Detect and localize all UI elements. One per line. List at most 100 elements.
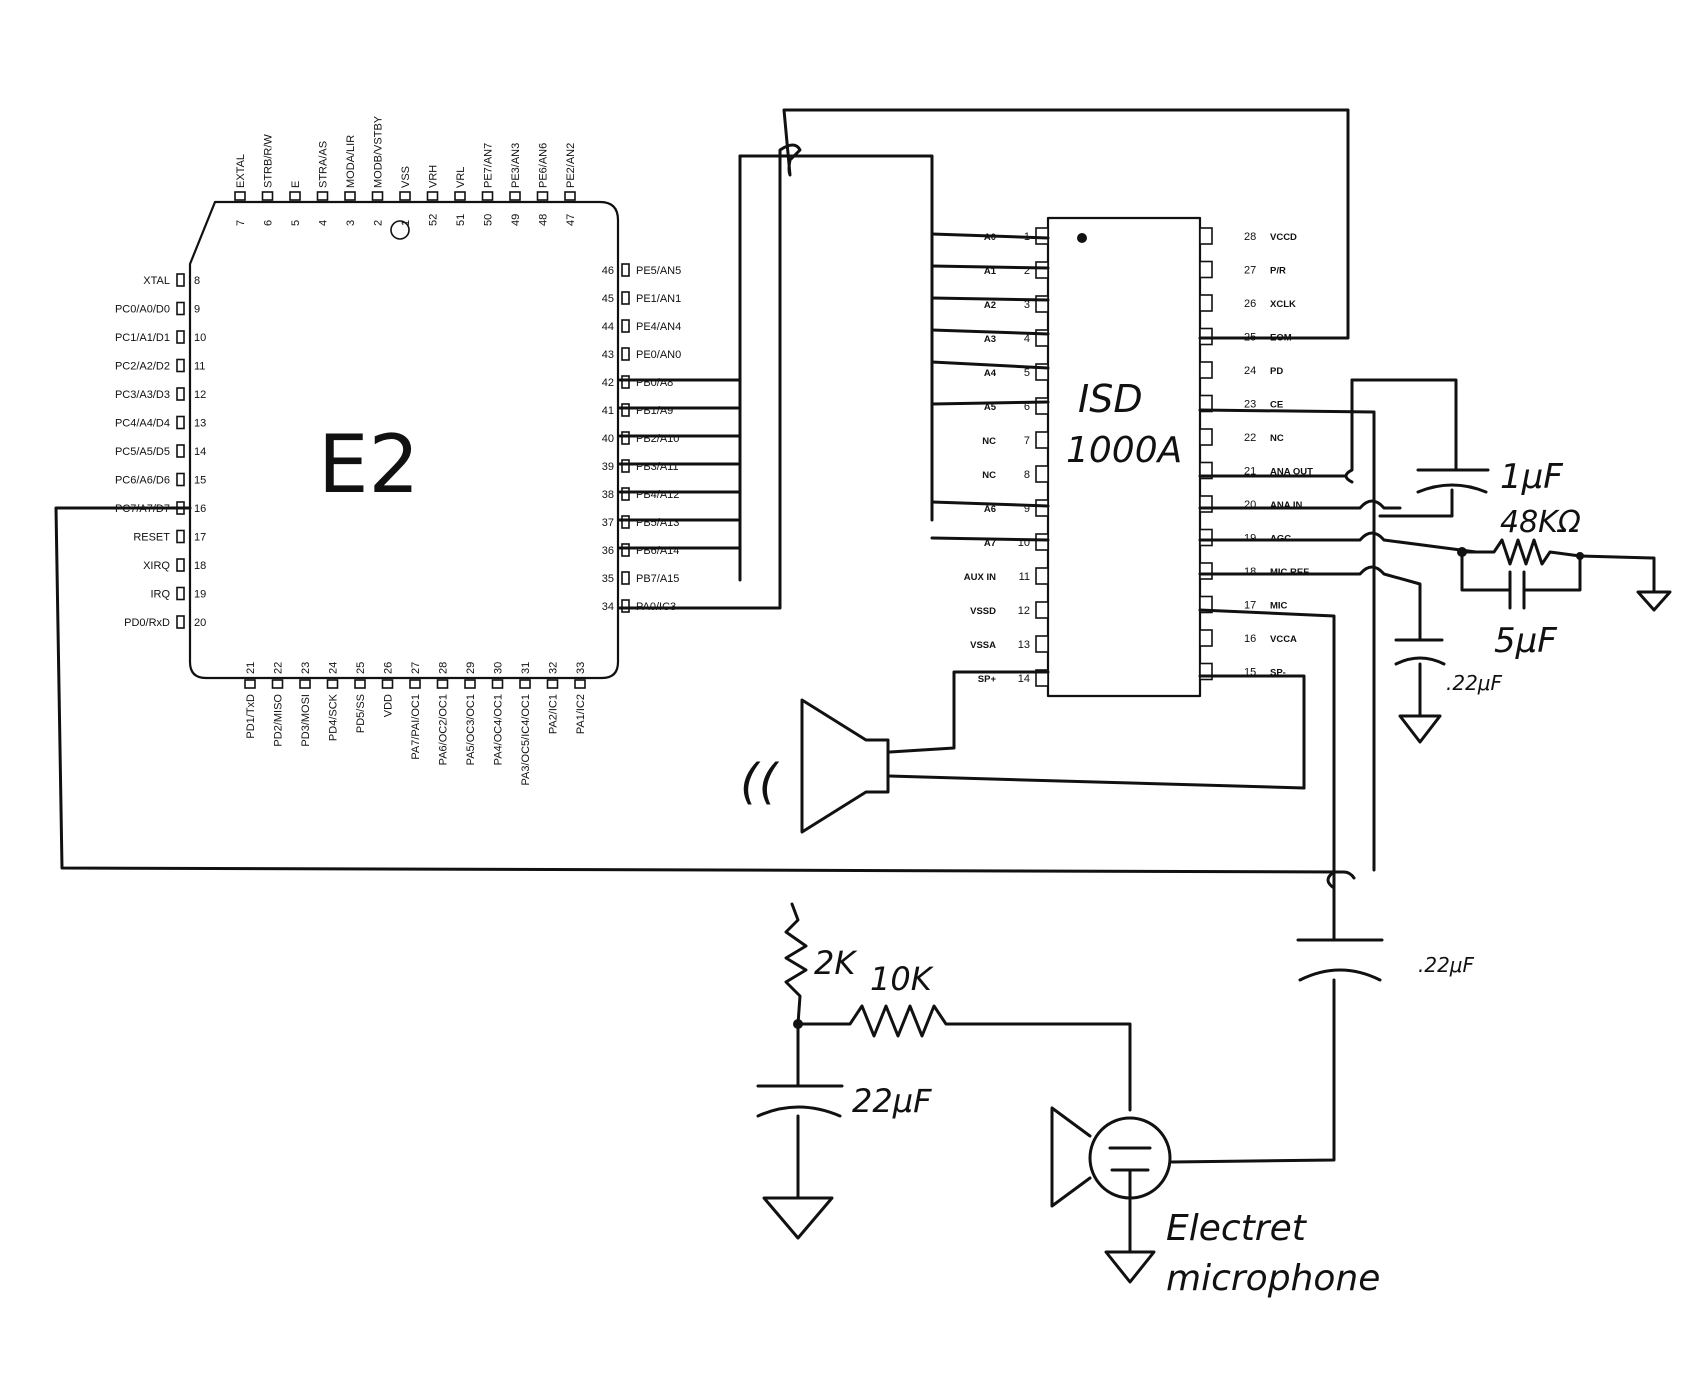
mcu-pin-number: 21 bbox=[245, 662, 257, 674]
mcu-pin-name: PA3/OC5/IC4/OC1 bbox=[520, 694, 532, 786]
mic-wire bbox=[1198, 608, 1336, 942]
mcu-pin-number: 46 bbox=[602, 265, 614, 277]
bus-stubs-mcu bbox=[618, 378, 742, 550]
isd-pin-box bbox=[1035, 601, 1049, 619]
cap1-loop bbox=[1344, 378, 1354, 484]
isd-pin-name: PD bbox=[1270, 366, 1283, 377]
mcu-pin-name: PC3/A3/D3 bbox=[115, 389, 170, 401]
isd-pin-box bbox=[1035, 669, 1049, 687]
mic-label-line1: Electret bbox=[1166, 1208, 1308, 1249]
mcu-pin-name: STRA/AS bbox=[318, 141, 330, 188]
mcu-pin-name: PE4/AN4 bbox=[636, 321, 681, 333]
eom-loop-wire bbox=[778, 108, 1350, 340]
mcu-pin-number: 42 bbox=[602, 377, 614, 389]
cap1-top-wire bbox=[1350, 378, 1458, 472]
mcu-pin-box bbox=[176, 558, 185, 572]
isd-pin-box bbox=[1199, 528, 1213, 547]
mcu-body bbox=[188, 200, 620, 680]
mcu-pin-box bbox=[621, 403, 630, 417]
bus-stubs-isd bbox=[930, 232, 1050, 542]
cap-1uf-plate2 bbox=[1416, 483, 1488, 494]
res-10k-label: 10K bbox=[870, 960, 935, 998]
mcu-pin-number: 25 bbox=[355, 662, 367, 674]
mcu-top-pins: EXTAL7STRB/R/W6E5STRA/AS4MODA/LIR3MODB/V… bbox=[234, 115, 577, 226]
isd-pin-name: A1 bbox=[984, 266, 997, 277]
mcu-pin-number: 9 bbox=[194, 304, 200, 316]
mcu-pin-box bbox=[176, 444, 185, 458]
isd-label-line2: 1000A bbox=[1066, 430, 1182, 471]
mcu-pin-number: 19 bbox=[194, 589, 206, 601]
mcu-pin-name: PA6/OC2/OC1 bbox=[438, 694, 450, 765]
mcu-pin-number: 23 bbox=[300, 662, 312, 674]
mcu-bottom-pins: 21PD1/TxD22PD2/MISO23PD3/MOSI24PD4/SCK25… bbox=[244, 662, 587, 786]
isd-pin-number: 13 bbox=[1018, 639, 1030, 651]
mcu-pin-name: XTAL bbox=[143, 275, 170, 287]
mcu-pin-name: VRL bbox=[455, 167, 467, 188]
mcu-pin-box bbox=[621, 459, 630, 473]
isd-pin-name: ANA OUT bbox=[1270, 467, 1313, 478]
isd-pin-number: 5 bbox=[1024, 367, 1030, 379]
mcu-pin-number: 51 bbox=[455, 214, 467, 226]
mcu-pin-number: 52 bbox=[428, 214, 440, 226]
isd-pin-box bbox=[1035, 533, 1049, 551]
mcu-pin-box bbox=[621, 515, 630, 529]
mcu-pin-number: 36 bbox=[602, 545, 614, 557]
mcu-pin-name: PC4/A4/D4 bbox=[115, 418, 170, 430]
mcu-pin-number: 37 bbox=[602, 517, 614, 529]
mcu-pin-box bbox=[381, 679, 394, 689]
isd-pin-box bbox=[1199, 428, 1213, 446]
mcu-pin-number: 30 bbox=[493, 662, 505, 674]
mcu-pin-name: E bbox=[290, 181, 302, 188]
isd-pin-number: 27 bbox=[1244, 265, 1256, 277]
mcu-pin-name: PC2/A2/D2 bbox=[115, 361, 170, 373]
pa0-wire bbox=[618, 168, 782, 610]
mcu-pin-number: 38 bbox=[602, 489, 614, 501]
mcu-pin-box bbox=[354, 679, 366, 689]
mcu-pin-name: PC5/A5/D5 bbox=[115, 446, 170, 458]
bus-top-run bbox=[738, 154, 934, 522]
mcu-pin-name: PB7/A15 bbox=[636, 573, 679, 585]
mcu-pin-number: 1 bbox=[400, 220, 412, 226]
isd-pin-box bbox=[1035, 635, 1049, 653]
mcu-pin-box bbox=[621, 543, 630, 557]
mcu-pin-name: MODB/VSTBY bbox=[373, 115, 385, 188]
mcu-pin-box bbox=[176, 330, 185, 344]
mcu-pin-number: 26 bbox=[383, 662, 395, 674]
isd-chip: ISD 1000A 1A02A13A24A35A46A57NC8NC9A610A… bbox=[964, 216, 1313, 698]
mic-label-line2: microphone bbox=[1166, 1258, 1380, 1299]
isd-pin-number: 17 bbox=[1244, 600, 1256, 612]
isd-pin-box bbox=[1199, 260, 1213, 279]
mcu-pin-name: PE0/AN0 bbox=[636, 349, 681, 361]
mcu-pin-name: PD2/MISO bbox=[273, 694, 285, 747]
mcu-pin-number: 33 bbox=[575, 662, 587, 674]
isd-pin-box bbox=[1199, 294, 1213, 312]
mcu-pin-box bbox=[509, 191, 521, 201]
mcu-pin-name: PC0/A0/D0 bbox=[115, 304, 170, 316]
mcu-pin-number: 5 bbox=[290, 220, 302, 226]
mcu-pin-number: 50 bbox=[483, 214, 495, 226]
mic-plates bbox=[1108, 1146, 1152, 1172]
mcu-pin-number: 12 bbox=[194, 389, 206, 401]
mic-ref-wire bbox=[1198, 565, 1422, 642]
analog-network: 1μF 48KΩ 5μF .22μF .22μF bbox=[1170, 378, 1672, 1164]
mcu-pin-number: 48 bbox=[538, 214, 550, 226]
isd-pin-name: A5 bbox=[984, 402, 997, 413]
ground-symbol-micref bbox=[1398, 714, 1442, 744]
mic-cap-to-mic bbox=[1170, 978, 1336, 1164]
isd-pin1-dot bbox=[1077, 233, 1087, 243]
isd-pin-number: 24 bbox=[1244, 365, 1256, 377]
mcu-pin-box bbox=[621, 599, 630, 613]
mcu-pin-box bbox=[564, 191, 576, 201]
mcu-pin-box bbox=[454, 191, 466, 201]
isd-pin-name: NC bbox=[982, 436, 996, 447]
cap-22uf-left-label: 22μF bbox=[852, 1082, 932, 1120]
mcu-pin-name: PE2/AN2 bbox=[565, 143, 577, 188]
mcu-pin-name: MODA/LIR bbox=[345, 135, 357, 188]
isd-body bbox=[1046, 216, 1202, 698]
isd-pin-box bbox=[1035, 397, 1049, 415]
isd-pin-number: 2 bbox=[1024, 265, 1030, 277]
isd-pin-number: 9 bbox=[1024, 503, 1030, 515]
mcu-pin-number: 43 bbox=[602, 349, 614, 361]
isd-pin-number: 8 bbox=[1024, 469, 1030, 481]
